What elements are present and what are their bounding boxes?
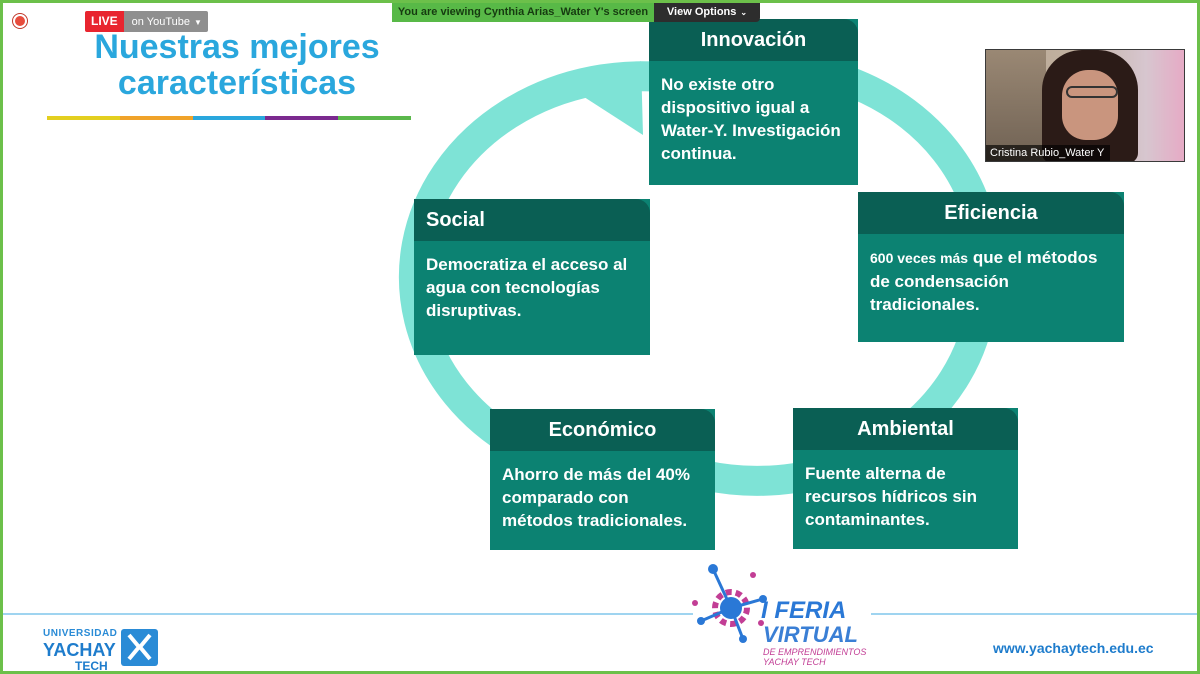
card-ambiental: Ambiental Fuente alterna de recursos híd… <box>793 408 1018 549</box>
video-glasses <box>1066 86 1118 98</box>
live-stream-indicator[interactable]: LIVE on YouTube ▼ <box>85 11 208 32</box>
card-social-title: Social <box>414 199 650 241</box>
card-eficiencia: Eficiencia 600 veces más que el métodos … <box>858 192 1124 342</box>
slide-title-line2: características <box>117 64 357 102</box>
color-bar-blue <box>192 116 266 120</box>
video-door <box>986 50 1046 161</box>
card-economico-body: Ahorro de más del 40% comparado con méto… <box>502 465 691 530</box>
university-label-small: UNIVERSIDAD <box>43 628 118 639</box>
chevron-down-icon: ⌄ <box>740 8 748 17</box>
color-bar-yellow <box>47 116 120 120</box>
live-badge: LIVE <box>85 11 124 32</box>
chevron-down-icon: ▼ <box>194 18 202 27</box>
slide-title-line1: Nuestras mejores <box>94 28 380 66</box>
feria-logo-icon <box>692 564 767 643</box>
card-economico-title: Económico <box>490 409 715 451</box>
footer-divider-left <box>3 613 693 615</box>
participant-video-tile[interactable]: Cristina Rubio_Water Y <box>985 49 1185 162</box>
feria-title-line1: I FERIA <box>761 597 847 624</box>
card-eficiencia-body-small: 600 veces más <box>870 250 969 266</box>
screen-share-banner: You are viewing Cynthia Arias_Water Y's … <box>392 3 654 22</box>
view-options-label: View Options <box>666 6 737 18</box>
card-eficiencia-body-rest: que el métodos de condensación tradicion… <box>870 248 1098 314</box>
color-bar-purple <box>265 116 339 120</box>
card-innovacion: Innovación No existe otro dispositivo ig… <box>649 19 858 185</box>
card-innovacion-body: No existe otro dispositivo igual a Water… <box>661 75 841 163</box>
card-social-body: Democratiza el acceso al agua con tecnol… <box>426 255 628 320</box>
university-label-big: YACHAY <box>43 640 116 660</box>
card-eficiencia-body: 600 veces más que el métodos de condensa… <box>858 234 1124 316</box>
color-bar-green <box>338 116 411 120</box>
yachay-logo-mark <box>127 633 152 661</box>
feria-title-line2: VIRTUAL <box>763 622 858 647</box>
video-face <box>1062 70 1118 140</box>
website-url: www.yachaytech.edu.ec <box>993 640 1154 656</box>
slide-title: Nuestras mejores características <box>67 29 407 101</box>
title-color-bar <box>47 116 411 120</box>
participant-name-label: Cristina Rubio_Water Y <box>986 145 1110 161</box>
footer-divider-right <box>871 613 1197 615</box>
yachay-logo-icon <box>121 629 158 666</box>
recording-icon <box>13 14 27 28</box>
card-eficiencia-title: Eficiencia <box>858 192 1124 234</box>
cycle-arrowhead <box>581 61 643 135</box>
university-label-tech: TECH <box>75 659 108 673</box>
card-social: Social Democratiza el acceso al agua con… <box>414 199 650 355</box>
card-innovacion-title: Innovación <box>649 19 858 61</box>
color-bar-orange <box>119 116 193 120</box>
card-ambiental-title: Ambiental <box>793 408 1018 450</box>
card-ambiental-body: Fuente alterna de recursos hídricos sin … <box>805 464 977 529</box>
stream-destination-label: on YouTube <box>131 16 190 28</box>
feria-subtitle-line1: DE EMPRENDIMIENTOS <box>763 647 867 657</box>
feria-subtitle-line2: YACHAY TECH <box>763 657 826 667</box>
card-economico: Económico Ahorro de más del 40% comparad… <box>490 409 715 550</box>
view-options-button[interactable]: View Options⌄ <box>654 3 760 22</box>
stream-destination[interactable]: on YouTube ▼ <box>123 11 208 32</box>
